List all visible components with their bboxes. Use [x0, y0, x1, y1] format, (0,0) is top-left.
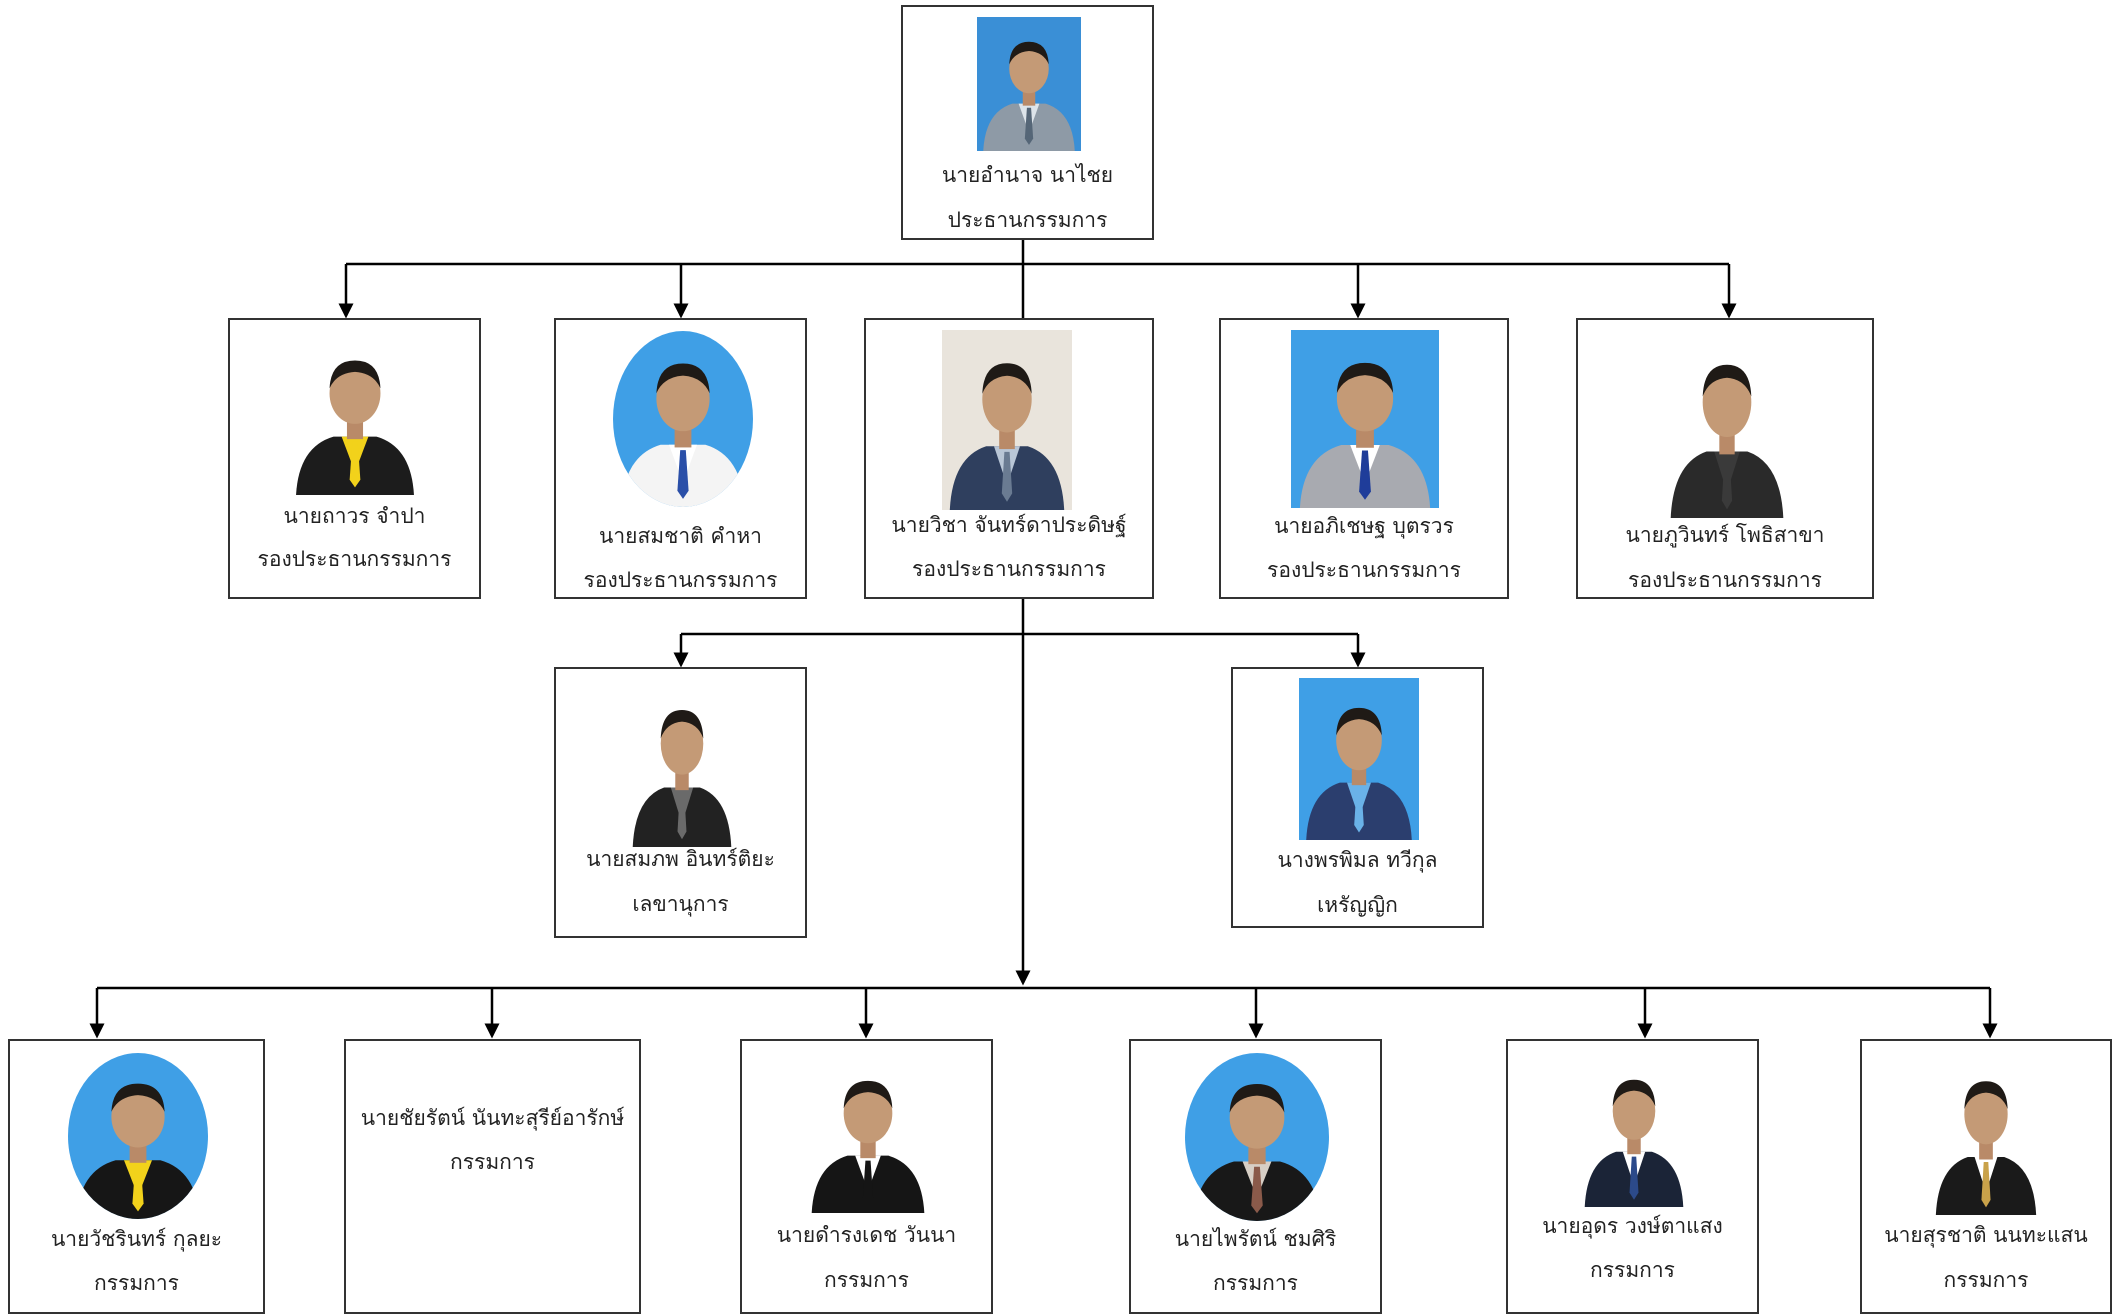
node-role: รองประธานกรรมการ [583, 568, 778, 592]
person-photo-icon [1578, 1051, 1690, 1207]
node-name: นายไพรัตน์ ชมศิริ [1174, 1227, 1337, 1251]
node-name: นายสุรชาติ นนทะแสน [1884, 1223, 2088, 1247]
photo-vice5 [1663, 330, 1791, 518]
node-name: นายอภิเชษฐ บุตรวร [1274, 514, 1454, 538]
photo-vice4 [1291, 330, 1439, 508]
person-photo-icon [1663, 330, 1791, 518]
node-name: นายวิชา จันทร์ดาประดิษฐ์ [891, 513, 1127, 537]
photo-m6 [1929, 1051, 2043, 1215]
node-treasurer: นางพรพิมล ทวีกุล เหรัญญิก [1231, 667, 1484, 928]
node-role: รองประธานกรรมการ [912, 557, 1106, 581]
node-m1: นายวัชรินทร์ กุลยะ กรรมการ [8, 1039, 265, 1314]
node-vice2: นายสมชาติ คำหา รองประธานกรรมการ [554, 318, 807, 599]
photo-vice3 [942, 330, 1072, 510]
node-role: กรรมการ [824, 1268, 909, 1292]
photo-secretary [626, 679, 738, 847]
node-name: นายดำรงเดช วันนา [776, 1223, 957, 1247]
photo-m3 [804, 1051, 932, 1213]
node-m3: นายดำรงเดช วันนา กรรมการ [740, 1039, 993, 1314]
person-photo-icon [1185, 1053, 1329, 1221]
node-role: กรรมการ [1213, 1271, 1298, 1295]
person-photo-icon [1299, 678, 1419, 840]
person-photo-icon [1929, 1051, 2043, 1215]
node-role: ประธานกรรมการ [947, 208, 1108, 232]
node-m4: นายไพรัตน์ ชมศิริ กรรมการ [1129, 1039, 1382, 1314]
node-role: เลขานุการ [632, 892, 729, 916]
node-name: นายสมภพ อินทร์ติยะ [586, 847, 775, 871]
photo-m1 [68, 1053, 208, 1219]
node-role: กรรมการ [450, 1150, 535, 1174]
person-photo-icon [942, 330, 1072, 510]
node-role: รองประธานกรรมการ [1628, 568, 1822, 592]
person-photo-icon [977, 17, 1081, 151]
node-vice4: นายอภิเชษฐ บุตรวร รองประธานกรรมการ [1219, 318, 1509, 599]
node-role: เหรัญญิก [1317, 893, 1398, 917]
node-name: นายถาวร จำปา [283, 504, 426, 528]
node-vice3: นายวิชา จันทร์ดาประดิษฐ์ รองประธานกรรมกา… [864, 318, 1154, 599]
node-vice1: นายถาวร จำปา รองประธานกรรมการ [228, 318, 481, 599]
node-secretary: นายสมภพ อินทร์ติยะ เลขานุการ [554, 667, 807, 938]
node-role: กรรมการ [94, 1271, 179, 1295]
node-role: รองประธานกรรมการ [257, 547, 452, 571]
node-m5: นายอุดร วงษ์ตาแสง กรรมการ [1506, 1039, 1759, 1314]
photo-vice2 [613, 331, 753, 507]
photo-m5 [1578, 1051, 1690, 1207]
node-name: นายสมชาติ คำหา [599, 524, 762, 548]
node-name: นายชัยรัตน์ นันทะสุรีย์อารักษ์ [360, 1106, 625, 1130]
node-name: นายอุดร วงษ์ตาแสง [1542, 1214, 1723, 1238]
node-role: กรรมการ [1590, 1258, 1675, 1282]
node-vice5: นายภูวินทร์ โพธิสาขา รองประธานกรรมการ [1576, 318, 1874, 599]
node-m6: นายสุรชาติ นนทะแสน กรรมการ [1860, 1039, 2112, 1314]
person-photo-icon [626, 679, 738, 847]
node-m2: นายชัยรัตน์ นันทะสุรีย์อารักษ์ กรรมการ [344, 1039, 641, 1314]
node-name: นางพรพิมล ทวีกุล [1277, 848, 1438, 872]
person-photo-icon [1291, 330, 1439, 508]
person-photo-icon [804, 1051, 932, 1213]
photo-m4 [1185, 1053, 1329, 1221]
person-photo-icon [613, 331, 753, 507]
photo-vice1 [288, 330, 422, 495]
node-chairman: นายอำนาจ นาไชย ประธานกรรมการ [901, 5, 1154, 240]
node-name: นายอำนาจ นาไชย [941, 163, 1114, 187]
photo-chairman [977, 17, 1081, 151]
person-photo-icon [288, 330, 422, 495]
node-role: กรรมการ [1943, 1268, 2029, 1292]
node-name: นายวัชรินทร์ กุลยะ [50, 1227, 223, 1251]
node-name: นายภูวินทร์ โพธิสาขา [1625, 523, 1825, 547]
photo-treasurer [1299, 678, 1419, 840]
person-photo-icon [68, 1053, 208, 1219]
node-role: รองประธานกรรมการ [1267, 558, 1461, 582]
